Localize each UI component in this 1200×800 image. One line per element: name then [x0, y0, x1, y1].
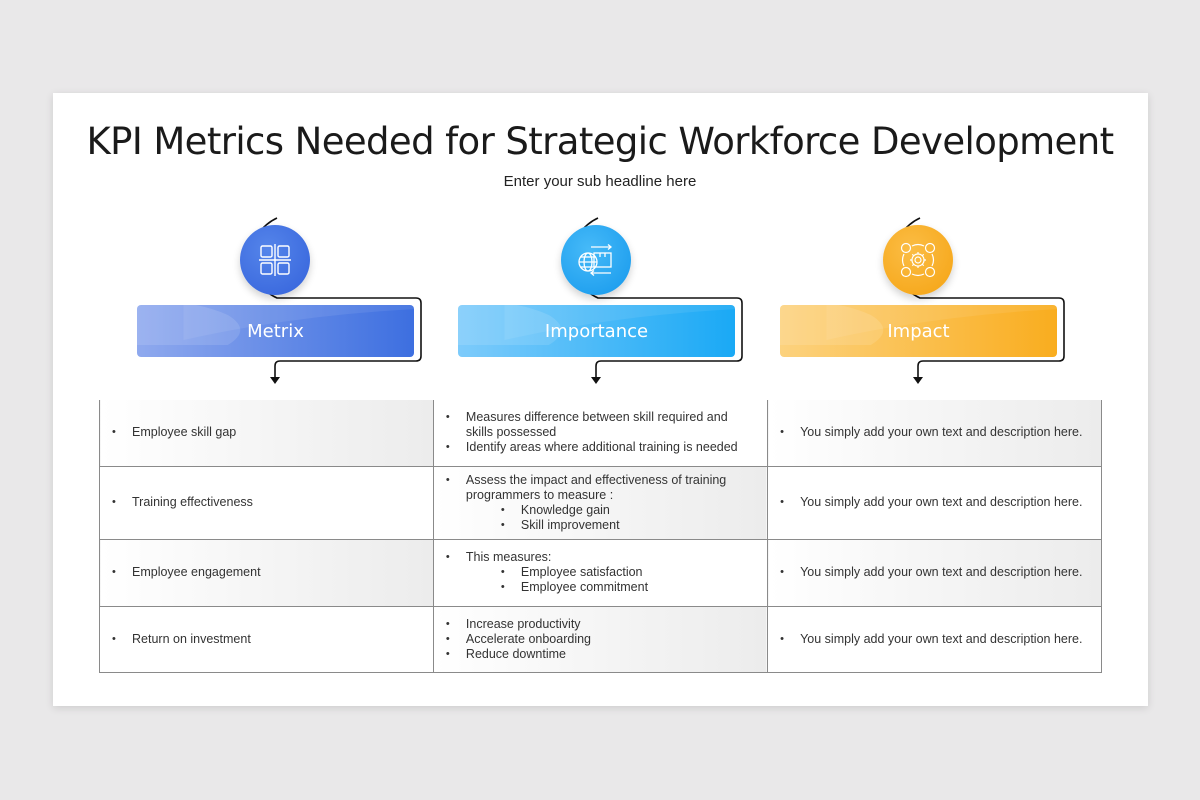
header-band-metrix: Metrix [137, 305, 414, 357]
impact-text: You simply add your own text and descrip… [778, 565, 1091, 580]
importance-cell: This measures: Employee satisfaction Emp… [432, 538, 769, 607]
importance-sub-bullet: Knowledge gain [499, 503, 757, 518]
metric-text: Employee skill gap [110, 425, 423, 440]
metric-cell: Employee engagement [99, 538, 434, 607]
page-title: KPI Metrics Needed for Strategic Workfor… [86, 120, 1115, 163]
table-row: Employee skill gap Measures difference b… [99, 400, 1102, 467]
importance-bullet: This measures: [465, 550, 552, 564]
importance-sub-bullet: Employee commitment [499, 580, 757, 595]
importance-cell: Increase productivity Accelerate onboard… [432, 605, 769, 673]
metric-cell: Training effectiveness [99, 465, 434, 540]
grid-expand-icon [240, 225, 310, 295]
impact-cell: You simply add your own text and descrip… [767, 538, 1102, 607]
impact-text: You simply add your own text and descrip… [778, 425, 1091, 440]
header-label-metrix: Metrix [247, 320, 304, 342]
metric-text: Employee engagement [110, 565, 423, 580]
gear-cycle-icon [883, 225, 953, 295]
importance-bullet: Increase productivity [444, 617, 757, 632]
metric-text: Training effectiveness [110, 495, 423, 510]
metric-cell: Employee skill gap [99, 400, 434, 467]
global-logistics-icon [561, 225, 631, 295]
importance-bullet: Measures difference between skill requir… [444, 410, 757, 440]
impact-cell: You simply add your own text and descrip… [767, 465, 1102, 540]
header-band-importance: Importance [458, 305, 735, 357]
kpi-table: Employee skill gap Measures difference b… [99, 400, 1102, 673]
importance-bullet: Identify areas where additional training… [444, 440, 757, 455]
table-row: Employee engagement This measures: Emplo… [99, 538, 1102, 607]
column-header-importance: Importance [451, 215, 751, 385]
importance-bullet: Accelerate onboarding [444, 632, 757, 647]
metric-text: Return on investment [110, 632, 423, 647]
column-header-metrix: Metrix [130, 215, 430, 385]
importance-sub-bullet: Employee satisfaction [499, 565, 757, 580]
header-label-impact: Impact [887, 320, 950, 342]
impact-text: You simply add your own text and descrip… [778, 632, 1091, 647]
header-label-importance: Importance [544, 320, 649, 342]
page-subtitle: Enter your sub headline here [503, 173, 697, 190]
impact-cell: You simply add your own text and descrip… [767, 605, 1102, 673]
header-band-impact: Impact [780, 305, 1057, 357]
table-row: Training effectiveness Assess the impact… [99, 465, 1102, 540]
impact-cell: You simply add your own text and descrip… [767, 400, 1102, 467]
importance-bullet: Assess the impact and effectiveness of t… [465, 472, 727, 502]
metric-cell: Return on investment [99, 605, 434, 673]
importance-sub-bullet: Skill improvement [499, 518, 757, 533]
column-header-impact: Impact [773, 215, 1073, 385]
impact-text: You simply add your own text and descrip… [778, 495, 1091, 510]
importance-cell: Measures difference between skill requir… [432, 400, 769, 467]
importance-cell: Assess the impact and effectiveness of t… [432, 465, 769, 540]
table-row: Return on investment Increase productivi… [99, 605, 1102, 673]
importance-bullet: Reduce downtime [444, 647, 757, 662]
